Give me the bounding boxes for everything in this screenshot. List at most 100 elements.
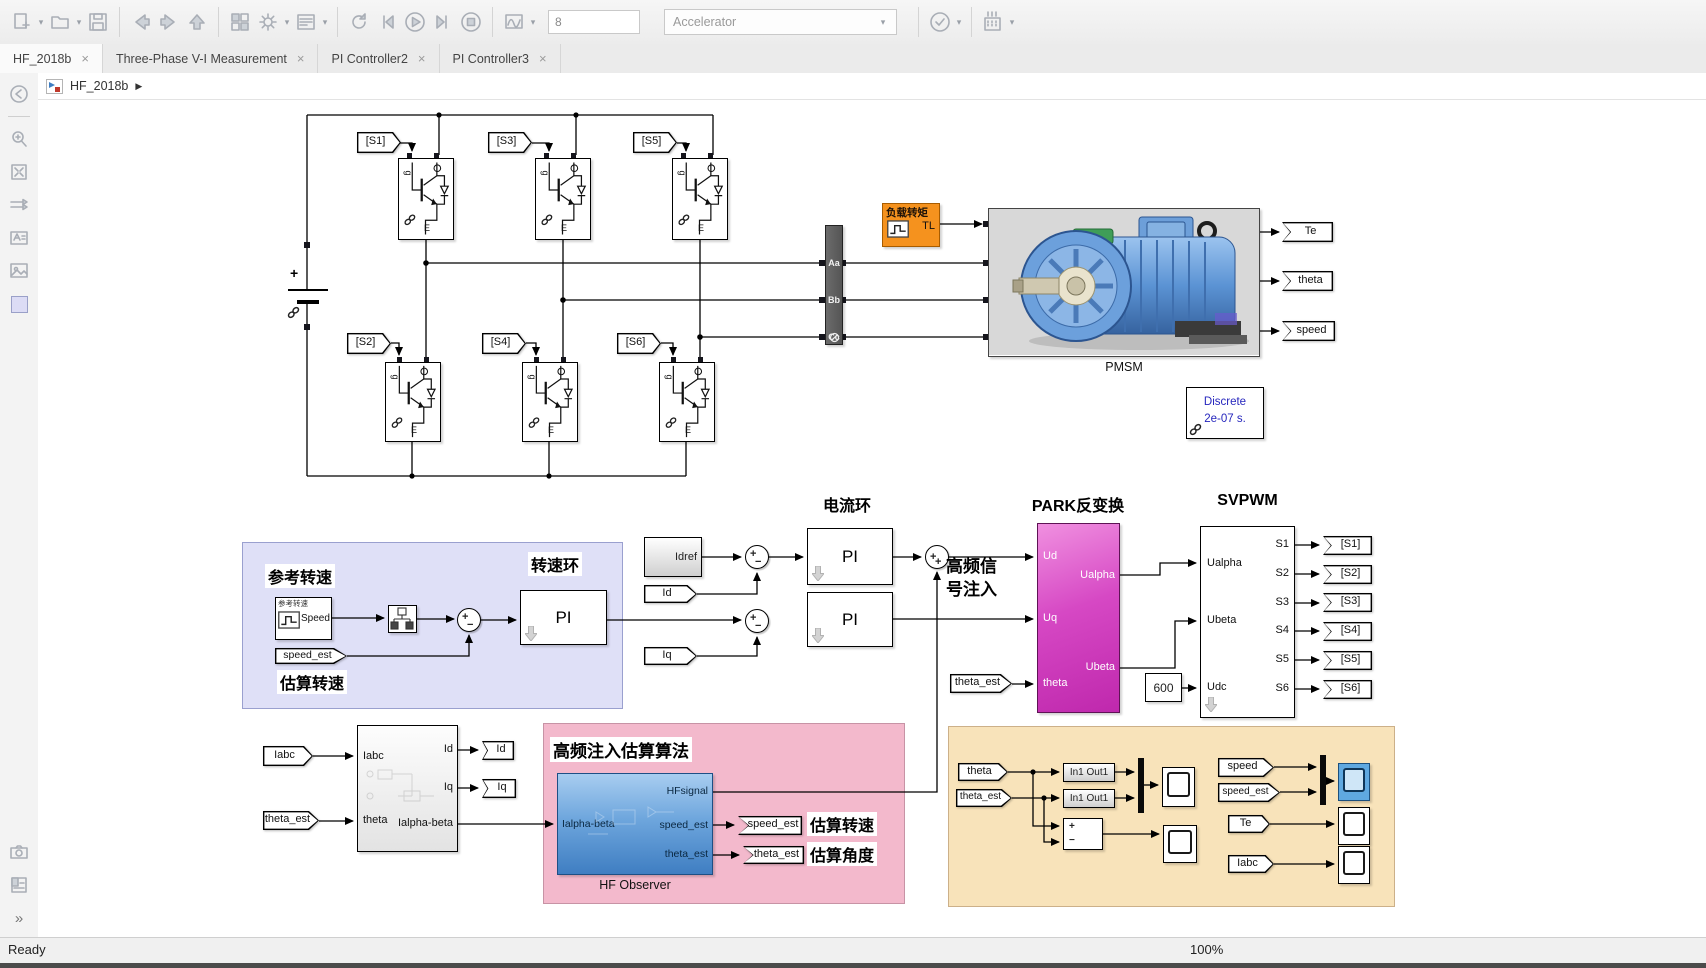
- step-back-icon[interactable]: [373, 8, 401, 36]
- close-icon[interactable]: ×: [538, 51, 547, 66]
- goto-tag-sw6[interactable]: [S6]: [1323, 680, 1372, 699]
- from-tag-theta-scope[interactable]: theta: [958, 763, 1008, 781]
- idref-block[interactable]: Idref: [644, 537, 702, 577]
- data-inspector-caret-icon[interactable]: ▾: [1009, 16, 1015, 27]
- open-caret-icon[interactable]: ▾: [76, 16, 82, 27]
- area-icon[interactable]: [6, 291, 32, 317]
- hide-browser-icon[interactable]: [6, 81, 32, 107]
- park-block[interactable]: Ud Ualpha Uq Ubeta theta: [1037, 523, 1120, 713]
- goto-tag-id[interactable]: Id: [482, 741, 514, 760]
- tab-hf-2018b[interactable]: HF_2018b ×: [0, 44, 103, 73]
- back-icon[interactable]: [127, 8, 155, 36]
- model-config-icon[interactable]: [292, 8, 320, 36]
- goto-tag-te[interactable]: Te: [1282, 222, 1333, 242]
- svpwm-block[interactable]: Ualpha Ubeta Udc S1 S2 S3 S4 S5 S6: [1200, 526, 1295, 718]
- new-model-caret-icon[interactable]: ▾: [38, 16, 44, 27]
- from-tag-te-scope[interactable]: Te: [1228, 815, 1270, 833]
- expand-palette-icon[interactable]: »: [14, 909, 24, 927]
- from-tag-speed-est-scope[interactable]: speed_est: [1218, 783, 1280, 802]
- goto-tag-sw4[interactable]: [S4]: [1323, 622, 1372, 641]
- scope-theta[interactable]: [1162, 767, 1195, 807]
- mux-speed[interactable]: [1320, 755, 1326, 805]
- close-icon[interactable]: ×: [81, 51, 89, 66]
- from-tag-iq[interactable]: Iq: [644, 647, 697, 665]
- sum-id[interactable]: +−: [745, 545, 769, 569]
- signal-builder-block[interactable]: 参考转速 Speed: [275, 597, 332, 640]
- from-tag-theta-est-park[interactable]: theta_est: [950, 674, 1012, 693]
- pi-speed-block[interactable]: PI: [520, 590, 607, 645]
- from-tag-iabc[interactable]: Iabc: [263, 746, 313, 766]
- scope-iabc[interactable]: [1338, 846, 1370, 884]
- viewmarks-icon[interactable]: [6, 872, 32, 898]
- goto-tag-sw1[interactable]: [S1]: [1323, 536, 1372, 555]
- from-tag-s2[interactable]: [S2]: [347, 333, 391, 354]
- step-forward-icon[interactable]: [429, 8, 457, 36]
- inout-subsystem-2[interactable]: In1 Out1: [1063, 789, 1115, 808]
- udc-constant-block[interactable]: 600: [1145, 673, 1182, 702]
- library-browser-icon[interactable]: [226, 8, 254, 36]
- goto-tag-sw5[interactable]: [S5]: [1323, 651, 1372, 670]
- mux-theta[interactable]: [1138, 758, 1144, 813]
- breadcrumb-arrow-icon[interactable]: ▶: [135, 80, 143, 91]
- load-torque-block[interactable]: 负载转矩 TL: [882, 203, 940, 247]
- rate-transition-block[interactable]: [388, 605, 417, 633]
- check-model-icon[interactable]: [926, 8, 954, 36]
- from-tag-theta-est-dq[interactable]: theta_est: [263, 811, 319, 830]
- sum-iq[interactable]: +−: [745, 609, 769, 633]
- check-model-caret-icon[interactable]: ▾: [956, 16, 962, 27]
- save-icon[interactable]: [84, 8, 112, 36]
- tab-three-phase-vi[interactable]: Three-Phase V-I Measurement ×: [103, 44, 319, 73]
- run-icon[interactable]: [401, 8, 429, 36]
- inout-subsystem-1[interactable]: In1 Out1: [1063, 763, 1115, 782]
- fit-view-icon[interactable]: [6, 159, 32, 185]
- camera-icon[interactable]: [6, 839, 32, 865]
- close-icon[interactable]: ×: [296, 51, 305, 66]
- goto-tag-speed-est[interactable]: speed_est: [738, 816, 802, 835]
- tab-pi-controller2[interactable]: PI Controller2 ×: [318, 44, 440, 73]
- scope-speed-selected[interactable]: [1338, 763, 1370, 801]
- close-icon[interactable]: ×: [417, 51, 426, 66]
- abc-dq-transform-block[interactable]: Iabc theta Id Iq Ialpha-beta: [357, 725, 458, 852]
- data-inspector-icon[interactable]: [979, 8, 1007, 36]
- three-phase-bus-block[interactable]: Aa Bb Cc: [825, 225, 843, 345]
- from-tag-s3[interactable]: [S3]: [488, 132, 532, 153]
- hf-observer-block[interactable]: Ialpha-beta HFsignal speed_est theta_est: [557, 773, 713, 875]
- annotation-icon[interactable]: [6, 225, 32, 251]
- tab-pi-controller3[interactable]: PI Controller3 ×: [440, 44, 561, 73]
- discrete-solver-block[interactable]: Discrete 2e-07 s.: [1186, 387, 1264, 439]
- goto-tag-iq[interactable]: Iq: [482, 779, 516, 798]
- from-tag-s6[interactable]: [S6]: [617, 333, 661, 354]
- goto-tag-sw3[interactable]: [S3]: [1323, 593, 1372, 612]
- scope-toolbar-icon[interactable]: [500, 8, 528, 36]
- scope-te[interactable]: [1338, 807, 1370, 845]
- from-tag-s4[interactable]: [S4]: [482, 333, 526, 354]
- from-tag-speed-est[interactable]: speed_est: [275, 648, 347, 664]
- sum-hf-inject[interactable]: ++: [925, 545, 949, 569]
- from-tag-s1[interactable]: [S1]: [357, 132, 401, 153]
- stop-time-input[interactable]: [548, 10, 640, 34]
- zoom-icon[interactable]: [6, 126, 32, 152]
- from-tag-speed-scope[interactable]: speed: [1218, 758, 1274, 777]
- model-config-caret-icon[interactable]: ▾: [322, 16, 328, 27]
- up-icon[interactable]: [183, 8, 211, 36]
- new-model-icon[interactable]: [8, 8, 36, 36]
- forward-icon[interactable]: [155, 8, 183, 36]
- scope-caret-icon[interactable]: ▾: [530, 16, 536, 27]
- sum-theta-error[interactable]: + −: [1063, 818, 1103, 850]
- goto-tag-speed[interactable]: speed: [1282, 321, 1335, 341]
- pi-iq-block[interactable]: PI: [807, 592, 893, 647]
- pi-id-block[interactable]: PI: [807, 528, 893, 585]
- from-tag-theta-est-scope[interactable]: theta_est: [956, 789, 1012, 807]
- sim-mode-select[interactable]: Accelerator ▾: [664, 9, 897, 35]
- breadcrumb-model[interactable]: HF_2018b: [70, 79, 129, 93]
- pmsm-block[interactable]: [988, 208, 1260, 357]
- route-icon[interactable]: [6, 192, 32, 218]
- settings-gear-icon[interactable]: [254, 8, 282, 36]
